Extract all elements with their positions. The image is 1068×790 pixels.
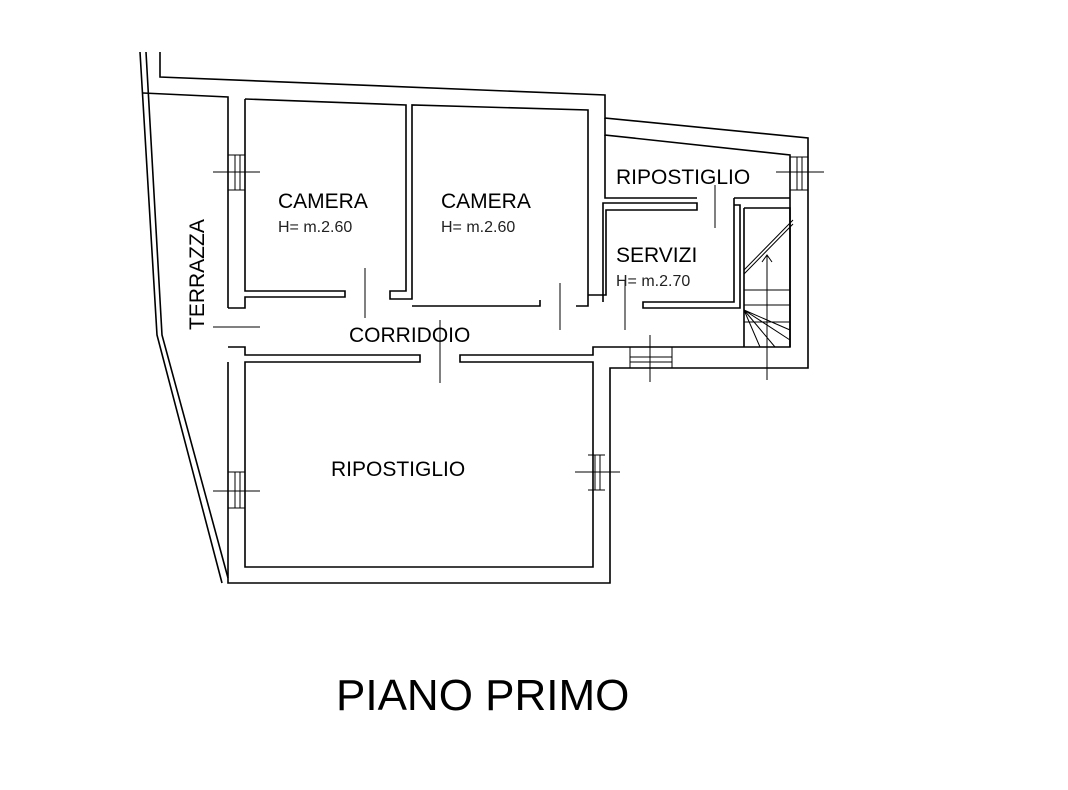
room-label-corridoio: CORRIDOIO xyxy=(349,324,470,347)
walls xyxy=(139,51,809,584)
stair xyxy=(743,219,794,380)
room-label-camera-1: CAMERA xyxy=(278,190,368,213)
room-label-ripostiglio-small: RIPOSTIGLIO xyxy=(616,166,750,189)
door-swings xyxy=(364,185,716,383)
room-height-servizi: H= m.2.70 xyxy=(616,273,690,290)
room-label-ripostiglio-large: RIPOSTIGLIO xyxy=(331,458,465,481)
room-height-camera-2: H= m.2.60 xyxy=(441,219,515,236)
windows xyxy=(213,154,824,509)
room-label-terrazza: TERRAZZA xyxy=(186,219,209,330)
plan-title: PIANO PRIMO xyxy=(336,671,629,720)
room-height-camera-1: H= m.2.60 xyxy=(278,219,352,236)
room-label-camera-2: CAMERA xyxy=(441,190,531,213)
room-label-servizi: SERVIZI xyxy=(616,244,697,267)
